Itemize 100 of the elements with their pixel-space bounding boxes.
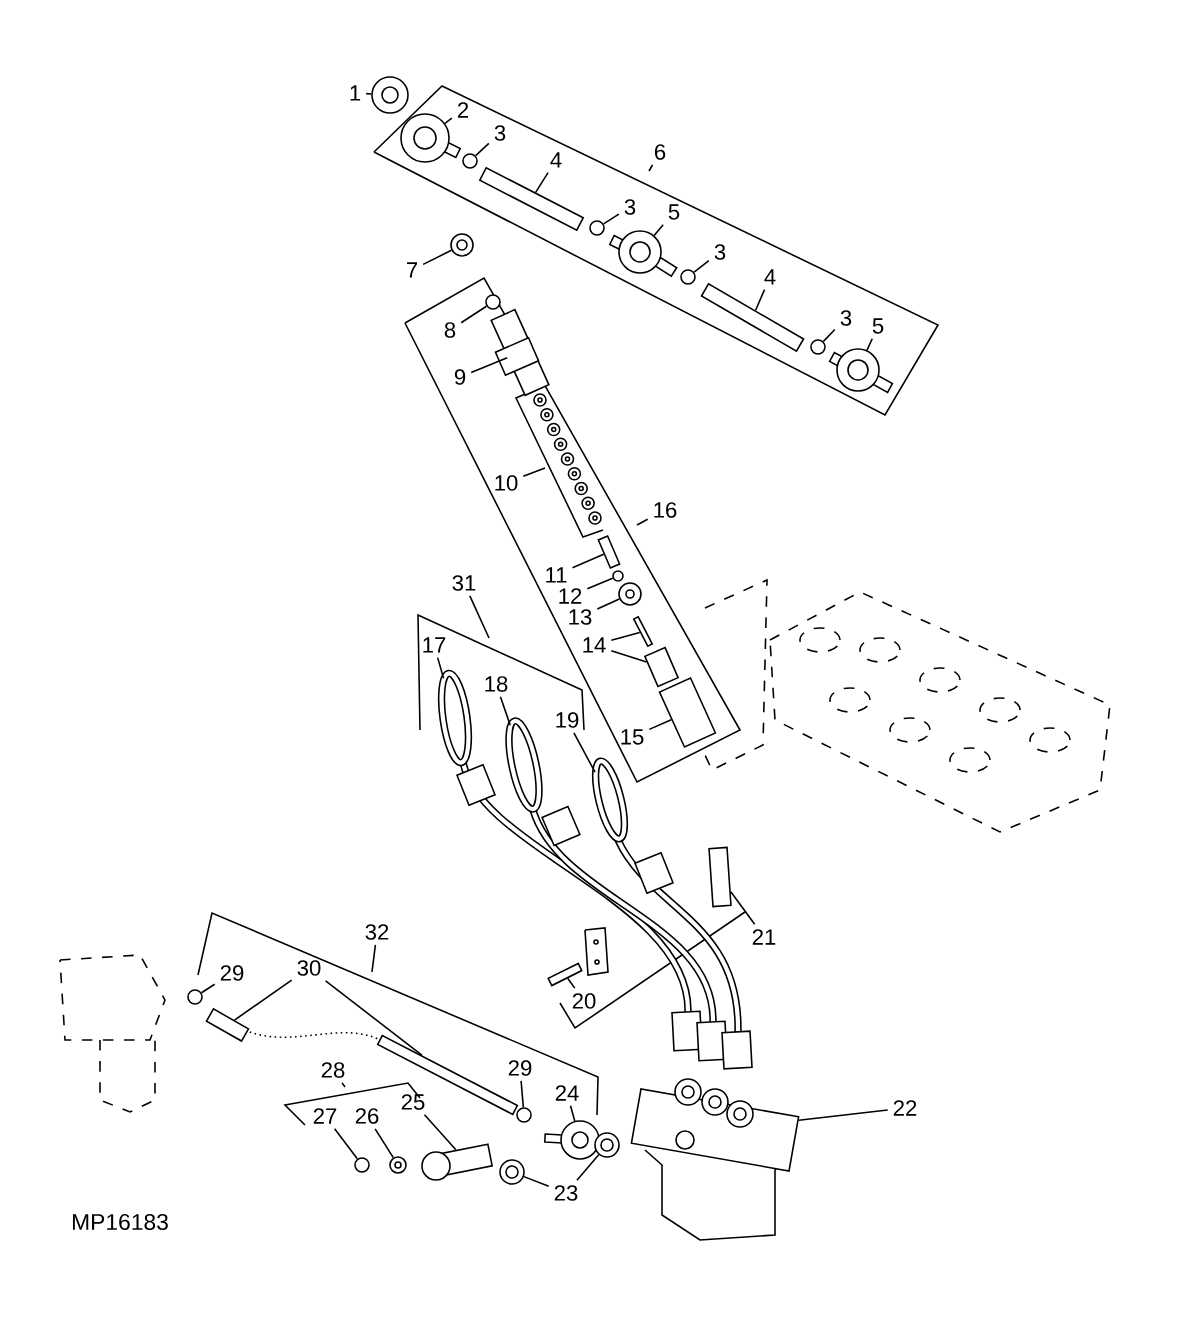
callout-number: 32 (365, 924, 389, 940)
callout-number: 10 (495, 475, 518, 491)
leader-line (653, 223, 664, 237)
leader-line (341, 1082, 346, 1088)
callout-number: 12 (559, 588, 582, 604)
leader-line (797, 1109, 889, 1122)
pipe-loop (591, 757, 675, 895)
callout-number: 22 (893, 1100, 917, 1116)
eye-fitting (828, 348, 894, 394)
callout-number: 6 (654, 144, 666, 160)
hose-clamp (462, 153, 478, 169)
callout-number: 20 (572, 993, 596, 1009)
callout-number: 21 (752, 929, 776, 945)
callout-number: 14 (583, 637, 606, 653)
callout-number: 30 (297, 960, 321, 976)
callout-number: 3 (494, 125, 506, 141)
callout-number: 1 (350, 85, 361, 101)
leader-line (200, 983, 216, 994)
eye-fitting (544, 1120, 600, 1160)
injection-pump-drawing (630, 1078, 800, 1241)
figure-code: MP16183 (73, 1213, 168, 1231)
callout-number: 16 (654, 502, 677, 518)
leader-line (499, 696, 512, 726)
leader-line (636, 518, 649, 526)
leader-line (648, 164, 654, 172)
leader-line (522, 467, 546, 478)
callout-number: 5 (668, 204, 680, 220)
screw (547, 962, 583, 987)
callout-number: 26 (355, 1108, 379, 1124)
callout-number: 8 (444, 322, 456, 338)
callout-number: 4 (764, 269, 776, 285)
callout-number: 15 (621, 729, 644, 745)
leader-line (571, 553, 605, 569)
callout-number: 13 (569, 609, 592, 625)
leader-line (333, 1127, 359, 1160)
callout-number: 2 (457, 102, 469, 118)
callout-number: 24 (555, 1085, 579, 1101)
nut (371, 76, 409, 114)
leader-line (474, 142, 490, 157)
leader-line (470, 356, 509, 374)
callout-number: 3 (714, 244, 726, 260)
callout-number: 3 (840, 310, 852, 326)
leader-line (233, 979, 293, 1021)
clip (708, 846, 732, 908)
leader-line (520, 1080, 525, 1108)
hose-clamp (810, 339, 826, 355)
callout-number: 3 (624, 199, 636, 215)
leader-line (573, 732, 596, 773)
leader-line (365, 92, 373, 95)
callout-number: 28 (321, 1062, 345, 1078)
callout-number: 7 (407, 262, 418, 278)
leader-line (371, 944, 377, 973)
callout-number: 23 (554, 1185, 578, 1201)
callout-number: 29 (220, 965, 244, 981)
leader-line (596, 598, 621, 610)
callout-number: 27 (313, 1108, 337, 1124)
leader-line (822, 328, 836, 343)
leader-line (610, 631, 641, 641)
washer (499, 1159, 525, 1185)
hose-clamp (187, 989, 203, 1005)
leader-line (460, 305, 488, 324)
callout-number: 18 (485, 676, 508, 692)
bolt (354, 1157, 370, 1173)
callout-number: 29 (508, 1060, 532, 1076)
washer (594, 1132, 620, 1158)
leader-line (586, 577, 614, 590)
leader-line (374, 1128, 395, 1159)
callout-number: 19 (556, 712, 579, 728)
leader-line (567, 977, 576, 989)
injector-body (490, 308, 550, 397)
callout-number: 11 (546, 567, 567, 583)
leader-line (610, 649, 648, 663)
leader-line (693, 259, 710, 273)
leader-line (469, 595, 490, 639)
leader-line (534, 171, 549, 194)
callout-number: 31 (452, 575, 476, 591)
leader-line (523, 1175, 550, 1188)
leader-line (648, 718, 673, 731)
leader-line (576, 1153, 600, 1181)
leader-line (324, 980, 423, 1056)
leader-line (569, 1104, 576, 1122)
spring (597, 534, 621, 569)
hose-clamp (589, 220, 605, 236)
callout-number: 9 (454, 369, 466, 385)
leader-line (422, 249, 453, 266)
leader-line (444, 117, 453, 125)
callout-number: 5 (872, 318, 884, 334)
hose-clamp (680, 269, 696, 285)
washer (450, 233, 474, 257)
leader-line (602, 213, 620, 225)
valve-seat (618, 582, 642, 606)
leader-line (423, 1114, 457, 1151)
leader-line (866, 337, 873, 351)
leader-line (730, 890, 756, 926)
callout-number: 25 (401, 1094, 425, 1110)
leader-line (754, 288, 766, 312)
callout-number: 17 (423, 637, 446, 653)
callout-number: 4 (550, 152, 562, 168)
washer (389, 1156, 407, 1174)
leader-line (436, 656, 445, 680)
